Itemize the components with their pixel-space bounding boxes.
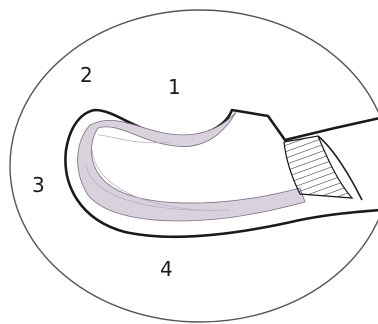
label-region-3: 3 bbox=[32, 173, 45, 197]
label-region-1: 1 bbox=[168, 75, 181, 99]
label-region-2: 2 bbox=[80, 63, 93, 87]
label-region-4: 4 bbox=[160, 257, 173, 281]
